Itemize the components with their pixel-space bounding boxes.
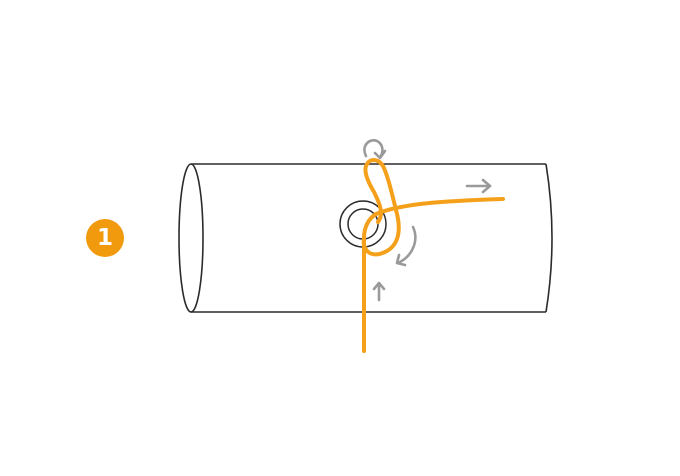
arrow-right-icon [465,178,492,194]
tube-front-end [178,163,204,313]
tube-back-end [545,163,553,313]
arrow-up-icon [372,281,386,302]
rope-wrap-loop [361,158,401,257]
rotate-arrow-icon [363,139,387,160]
step-number-badge: 1 [86,219,124,257]
direction-arrows [363,139,492,302]
rope [361,158,505,353]
rope-working-end [374,197,505,216]
curved-arrow-icon [395,225,417,267]
